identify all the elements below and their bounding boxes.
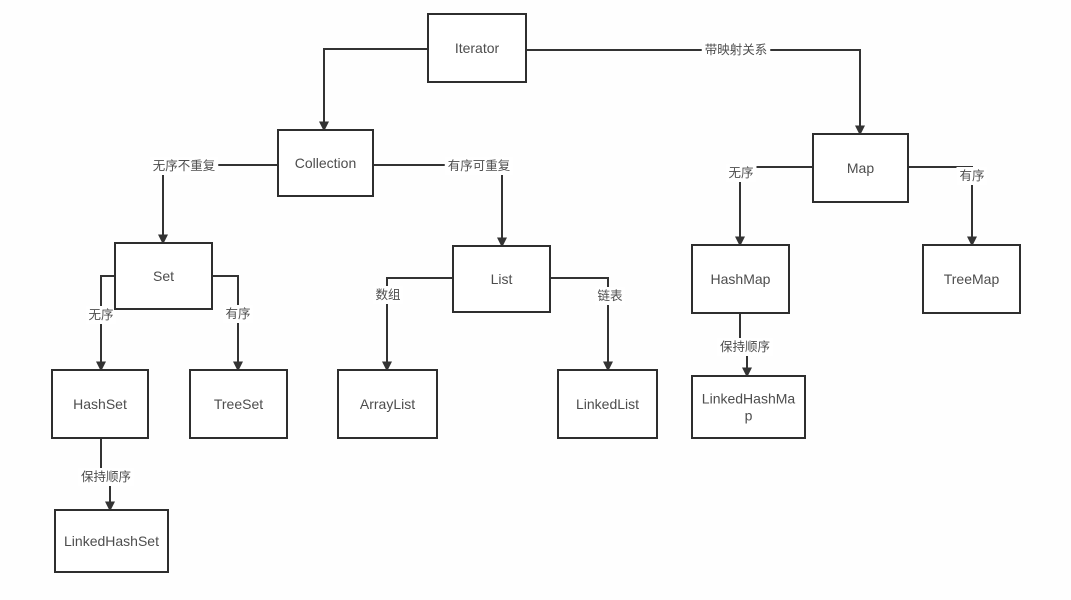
node-label: TreeSet xyxy=(214,396,263,412)
node-label: LinkedList xyxy=(576,396,639,412)
edge-label-bg xyxy=(956,167,988,185)
node-set: Set xyxy=(114,242,213,310)
node-box xyxy=(922,244,1021,314)
node-collection: Collection xyxy=(277,129,374,197)
edge-collection-to-list: 有序可重复 xyxy=(373,157,514,248)
edge-label: 有序 xyxy=(959,168,984,183)
edge-label: 数组 xyxy=(375,287,400,302)
node-box xyxy=(277,129,374,197)
node-box xyxy=(557,369,658,439)
edge-line xyxy=(212,275,243,372)
node-hashmap: HashMap xyxy=(691,244,790,314)
node-label: p xyxy=(745,408,753,424)
node-label: LinkedHashSet xyxy=(64,533,159,549)
node-treemap: TreeMap xyxy=(922,244,1021,314)
node-box xyxy=(691,244,790,314)
node-box xyxy=(189,369,288,439)
node-label: LinkedHashMa xyxy=(702,391,796,407)
node-label: HashSet xyxy=(73,396,127,412)
node-box xyxy=(337,369,438,439)
edge-label-bg xyxy=(78,468,134,486)
edge-line xyxy=(319,48,428,132)
node-list: List xyxy=(452,245,551,313)
edge-map-to-hashmap: 无序 xyxy=(725,164,813,247)
edge-label-bg xyxy=(222,305,254,323)
edge-label: 保持顺序 xyxy=(81,469,131,484)
edge-label-bg xyxy=(717,338,773,356)
edge-label: 有序 xyxy=(225,306,250,321)
node-label: Collection xyxy=(295,155,356,171)
node-box xyxy=(114,242,213,310)
node-linkedhashset: LinkedHashSet xyxy=(54,509,169,573)
edge-iterator-to-map: 带映射关系 xyxy=(526,41,865,136)
node-arraylist: ArrayList xyxy=(337,369,438,439)
edge-list-to-arraylist: 数组 xyxy=(372,277,453,372)
node-label: TreeMap xyxy=(944,271,1000,287)
node-label: List xyxy=(491,271,513,287)
edge-label: 有序可重复 xyxy=(448,158,511,173)
edge-list-to-linkedlist: 链表 xyxy=(550,277,626,372)
edge-label: 链表 xyxy=(597,288,623,303)
edge-iterator-to-collection xyxy=(319,48,428,132)
node-linkedlist: LinkedList xyxy=(557,369,658,439)
edge-line xyxy=(158,164,278,245)
edge-set-to-treeset: 有序 xyxy=(212,275,254,372)
edge-hashset-to-linkedhashset: 保持顺序 xyxy=(78,438,134,512)
edge-set-to-hashset: 无序 xyxy=(85,275,117,372)
edge-label: 无序 xyxy=(88,307,113,322)
edge-label-bg xyxy=(372,286,404,304)
edge-label-bg xyxy=(594,287,626,305)
node-label: Iterator xyxy=(455,40,500,56)
edge-label-bg xyxy=(725,164,757,182)
node-iterator: Iterator xyxy=(427,13,527,83)
node-label: HashMap xyxy=(711,271,771,287)
edge-hashmap-to-linkedhashmap: 保持顺序 xyxy=(717,313,773,378)
edge-label: 无序 xyxy=(728,165,753,180)
edge-label: 带映射关系 xyxy=(705,42,768,57)
edge-label-bg xyxy=(701,41,771,59)
edge-label-bg xyxy=(149,157,219,175)
edge-line xyxy=(373,164,507,248)
node-box xyxy=(812,133,909,203)
node-box xyxy=(51,369,149,439)
node-label: Map xyxy=(847,160,874,176)
edge-label: 无序不重复 xyxy=(153,158,216,173)
node-label: ArrayList xyxy=(360,396,415,412)
edge-label-bg xyxy=(444,157,514,175)
edge-line xyxy=(382,277,453,372)
edge-line xyxy=(550,277,613,372)
node-map: Map xyxy=(812,133,909,203)
edge-collection-to-set: 无序不重复 xyxy=(149,157,278,245)
edge-line xyxy=(96,275,115,372)
edge-label: 保持顺序 xyxy=(720,339,770,354)
node-hashset: HashSet xyxy=(51,369,149,439)
edge-line xyxy=(526,49,865,136)
edge-map-to-treemap: 有序 xyxy=(908,166,988,247)
node-box xyxy=(691,375,806,439)
node-box xyxy=(452,245,551,313)
node-treeset: TreeSet xyxy=(189,369,288,439)
node-box xyxy=(54,509,169,573)
edge-label-bg xyxy=(85,306,117,324)
node-box xyxy=(427,13,527,83)
node-label: Set xyxy=(153,268,174,284)
